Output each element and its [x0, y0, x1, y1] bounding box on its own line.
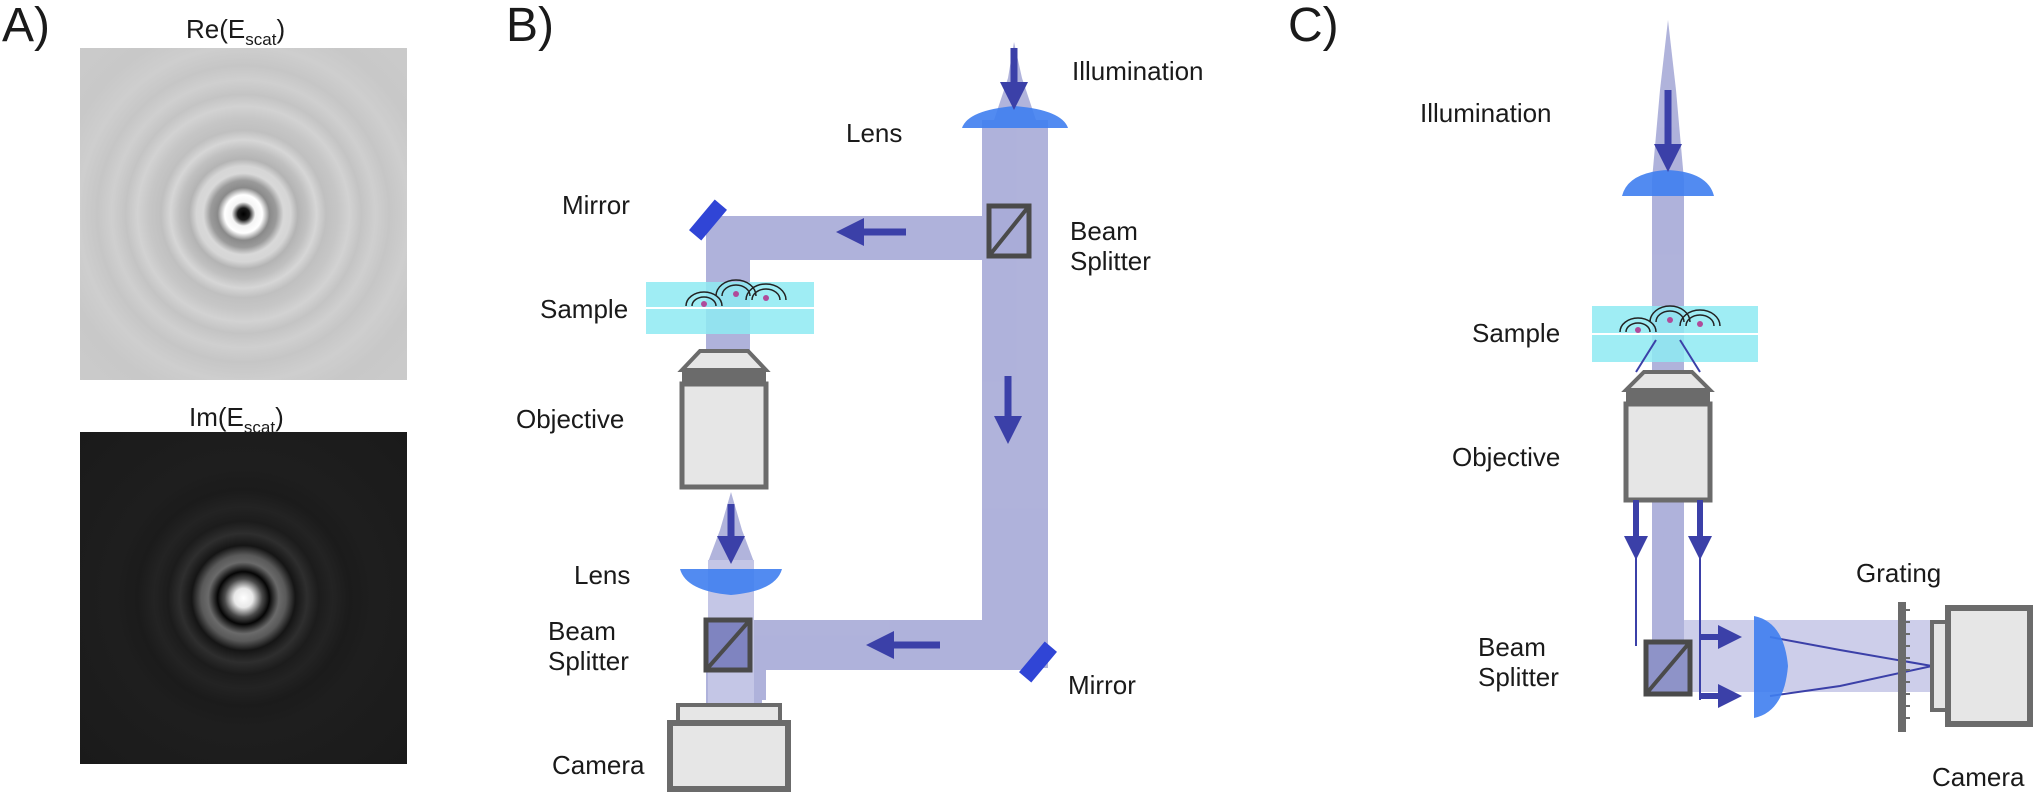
panel-b-label-mirror-bottom: Mirror [1068, 670, 1136, 700]
panel-c-objective [1621, 370, 1715, 503]
panel-b-objective [677, 349, 771, 490]
panel-b-mirror-bottom [1019, 641, 1057, 683]
im-escat-image [80, 432, 407, 764]
panel-b-label-objective: Objective [516, 404, 625, 434]
panel-c-letter: C) [1288, 0, 1339, 52]
panel-c-side-beam [1684, 620, 1934, 692]
panel-b-letter: B) [506, 0, 554, 52]
panel-b-arrows [717, 48, 1028, 659]
panel-c-label-sample: Sample [1472, 318, 1561, 348]
panel-b-label-lens-bottom: Lens [574, 560, 631, 590]
panel-b-camera [667, 703, 791, 792]
panel-b-label-sample: Sample [540, 294, 629, 324]
panel-b-sample [646, 279, 814, 334]
panel-b-label-illumination: Illumination [1072, 56, 1204, 86]
panel-c-lens-top [1622, 170, 1714, 196]
panel-c-label-grating: Grating [1856, 558, 1942, 588]
panel-c-label-objective: Objective [1452, 442, 1561, 472]
panel-b-label-lens-top: Lens [846, 118, 903, 148]
panel-c-beam-splitter [1643, 639, 1693, 697]
re-escat-title: Re(Escat) [186, 14, 286, 49]
panel-b-label-mirror-top: Mirror [562, 190, 630, 220]
panel-c-label-illumination: Illumination [1420, 98, 1552, 128]
panel-b-lens-bottom [680, 569, 782, 595]
panel-b-beam-splitter-top [986, 203, 1032, 259]
panel-c-sample [1592, 305, 1758, 373]
panel-c-side-lens [1754, 616, 1788, 718]
panel-b-beam-splitter-bottom [703, 617, 753, 673]
panel-a-letter: A) [2, 0, 50, 52]
panel-b-lens-top [962, 106, 1068, 128]
panel-c-camera [1930, 605, 2033, 727]
panel-b-label-camera: Camera [552, 750, 645, 780]
re-escat-image [80, 48, 407, 380]
panel-c-label-camera: Camera [1932, 762, 2025, 792]
panel-c-grating [1898, 602, 1910, 732]
panel-b-mirror-top [689, 199, 727, 241]
